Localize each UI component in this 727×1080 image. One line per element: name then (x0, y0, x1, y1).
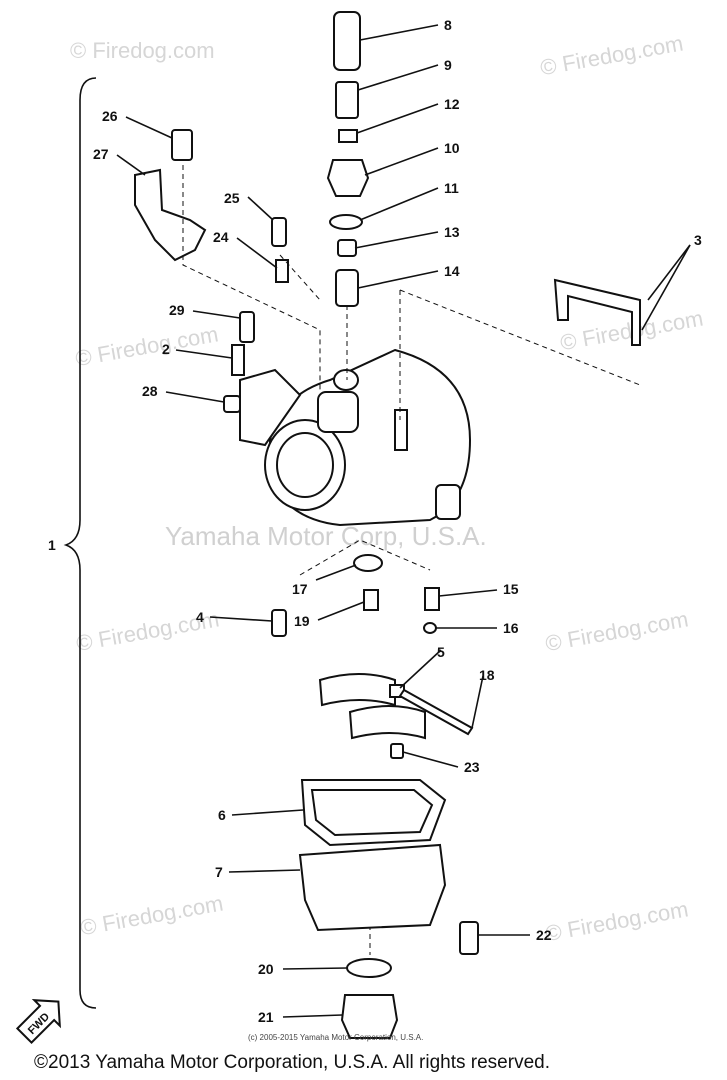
watermark-firedog: © Firedog.com (73, 321, 220, 371)
part-28-plug (223, 395, 241, 413)
part-2-spring (231, 344, 245, 376)
part-5-float (348, 705, 426, 740)
callout-14: 14 (444, 263, 460, 279)
callout-8: 8 (444, 17, 452, 33)
part-24-spring (275, 259, 289, 283)
callout-22: 22 (536, 927, 552, 943)
ref-line (182, 165, 321, 390)
callout-9: 9 (444, 57, 452, 73)
callout-21: 21 (258, 1009, 274, 1025)
part-8-cap (333, 11, 361, 71)
part-21-plug (340, 994, 399, 1039)
ref-line (299, 539, 431, 576)
watermark-firedog: © Firedog.com (543, 606, 690, 656)
part-19-jet (363, 589, 379, 611)
callout-5: 5 (437, 644, 445, 660)
carburetor-body (239, 348, 472, 527)
part-17-clip (353, 554, 383, 572)
fwd-arrow: FWD (15, 999, 61, 1045)
part-20-oring (346, 958, 392, 978)
callout-17: 17 (292, 581, 308, 597)
part-15-jet (424, 587, 440, 611)
watermark-firedog: © Firedog.com (538, 31, 685, 81)
part-5-float (318, 673, 396, 707)
callout-23: 23 (464, 759, 480, 775)
part-14-slide (335, 269, 359, 307)
callout-16: 16 (503, 620, 519, 636)
part-4-jet (271, 609, 287, 637)
callout-15: 15 (503, 581, 519, 597)
watermark-firedog: © Firedog.com (70, 38, 215, 63)
callout-10: 10 (444, 140, 460, 156)
callout-19: 19 (294, 613, 310, 629)
part-3-pin (553, 278, 641, 346)
part-29-screw (239, 311, 255, 343)
callout-1: 1 (48, 537, 56, 553)
part-7-float-bowl (298, 843, 447, 932)
watermark-yamaha: Yamaha Motor Corp, U.S.A. (165, 521, 487, 551)
callout-18: 18 (479, 667, 495, 683)
callout-12: 12 (444, 96, 460, 112)
callout-27: 27 (93, 146, 109, 162)
part-13-spring (337, 239, 357, 257)
part-22-screw (459, 921, 479, 955)
leader-lines (116, 24, 691, 1018)
callout-20: 20 (258, 961, 274, 977)
assembly-bracket (63, 77, 97, 1009)
callout-6: 6 (218, 807, 226, 823)
callout-numbers: 8 9 12 10 11 13 14 3 26 27 25 24 29 2 28… (48, 17, 702, 1025)
watermark-firedog: © Firedog.com (78, 891, 225, 941)
callout-7: 7 (215, 864, 223, 880)
callout-24: 24 (213, 229, 229, 245)
callout-4: 4 (196, 609, 204, 625)
part-23-screw (390, 743, 404, 759)
callout-26: 26 (102, 108, 118, 124)
ref-line (279, 254, 321, 301)
part-18-pin (398, 688, 474, 736)
part-25-screw (271, 217, 287, 247)
part-11-washer (329, 214, 363, 230)
part-26-bolt (171, 129, 193, 161)
callout-2: 2 (162, 341, 170, 357)
callout-25: 25 (224, 190, 240, 206)
part-6-gasket-inner (310, 789, 434, 837)
callout-11: 11 (444, 180, 459, 196)
part-27-bracket (134, 168, 207, 262)
callout-3: 3 (694, 232, 702, 248)
footer-copyright: ©2013 Yamaha Motor Corporation, U.S.A. A… (34, 1052, 550, 1073)
ref-line (399, 289, 641, 386)
callout-29: 29 (169, 302, 185, 318)
part-9-screw (335, 81, 359, 119)
callout-28: 28 (142, 383, 158, 399)
part-10-adjuster (326, 159, 370, 197)
part-12-nut (338, 129, 358, 143)
part-16-washer (423, 622, 437, 634)
watermark-firedog: © Firedog.com (543, 896, 690, 946)
small-copyright: (c) 2005-2015 Yamaha Motor Corporation, … (248, 1033, 423, 1042)
callout-13: 13 (444, 224, 460, 240)
